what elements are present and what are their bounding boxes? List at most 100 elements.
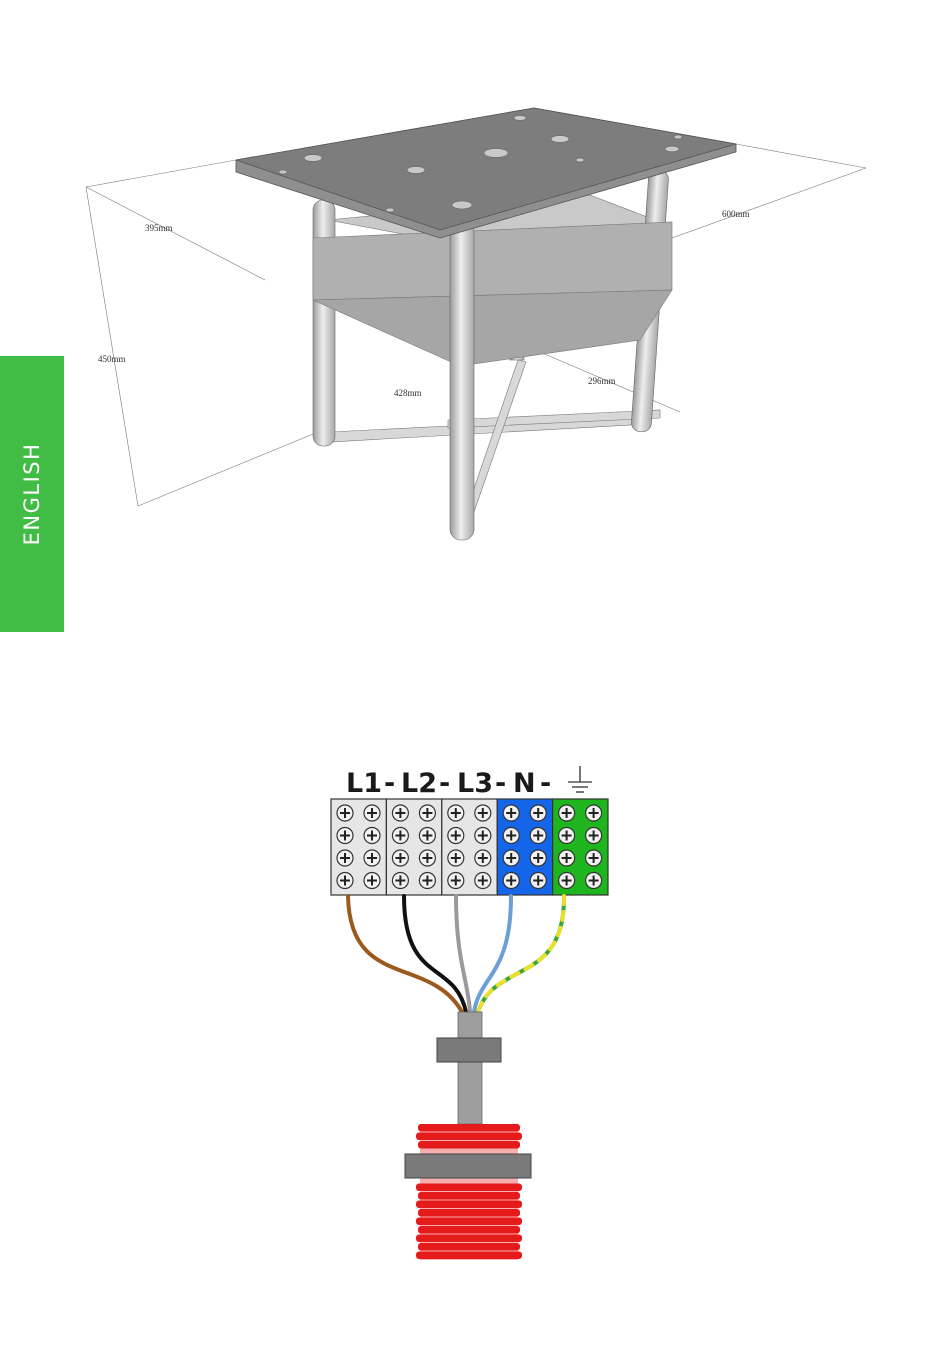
- screw-icon: [448, 873, 464, 889]
- screw-icon: [503, 873, 519, 889]
- label-dash-2: -: [439, 768, 450, 799]
- label-n: N: [513, 768, 536, 799]
- wires: [348, 896, 564, 1012]
- screw-slot: [340, 853, 350, 863]
- heater-rib: [416, 1184, 522, 1192]
- ground-icon: [568, 766, 592, 792]
- terminal-block-n: [497, 799, 552, 895]
- screw-slot: [562, 876, 572, 886]
- heater-collar: [405, 1154, 531, 1178]
- screw-icon: [448, 828, 464, 844]
- heater-rib: [418, 1226, 520, 1234]
- screw-icon: [530, 805, 546, 821]
- dim-depth-base: 428mm: [394, 388, 422, 398]
- screw-icon: [364, 850, 380, 866]
- screw-slot: [589, 808, 599, 818]
- cable-gland: [437, 1038, 501, 1062]
- screw-icon: [337, 805, 353, 821]
- screw-slot: [395, 853, 405, 863]
- apron-top: [313, 222, 672, 300]
- screw-slot: [422, 831, 432, 841]
- screw-icon: [419, 805, 435, 821]
- heater-rib: [416, 1201, 522, 1209]
- screw-slot: [506, 853, 516, 863]
- screw-icon: [419, 828, 435, 844]
- terminal-block-ground: [553, 799, 608, 895]
- wire-green-yellow-stripe: [478, 896, 564, 1012]
- screw-slot: [533, 853, 543, 863]
- terminal-block-l2: [386, 799, 441, 895]
- heater-rib: [416, 1218, 522, 1226]
- screw-slot: [506, 831, 516, 841]
- screw-icon: [586, 805, 602, 821]
- dim-height: 450mm: [98, 354, 126, 364]
- screw-icon: [475, 828, 491, 844]
- screw-slot: [340, 831, 350, 841]
- cable-sheath: [458, 1012, 482, 1124]
- screw-slot: [562, 808, 572, 818]
- screw-icon: [364, 805, 380, 821]
- screw-icon: [559, 805, 575, 821]
- heater-rib: [418, 1209, 520, 1217]
- screw-icon: [337, 873, 353, 889]
- screw-icon: [364, 828, 380, 844]
- screw-icon: [475, 805, 491, 821]
- screw-slot: [562, 831, 572, 841]
- screw-slot: [533, 831, 543, 841]
- heater-body: [420, 1124, 518, 1260]
- heater-rib: [416, 1133, 522, 1141]
- screw-icon: [392, 850, 408, 866]
- screw-slot: [395, 808, 405, 818]
- screw-slot: [367, 876, 377, 886]
- label-l3: L3: [457, 768, 493, 799]
- screw-slot: [506, 876, 516, 886]
- screw-icon: [475, 873, 491, 889]
- terminal-labels: L1 - L2 - L3 - N -: [346, 768, 551, 799]
- screw-slot: [478, 876, 488, 886]
- heater-rib: [418, 1243, 520, 1251]
- screw-icon: [559, 850, 575, 866]
- front-leg: [450, 222, 474, 540]
- screw-icon: [586, 850, 602, 866]
- screw-icon: [530, 828, 546, 844]
- terminal-block-l3: [442, 799, 497, 895]
- heater-rib: [418, 1192, 520, 1200]
- screw-slot: [422, 808, 432, 818]
- screw-slot: [589, 876, 599, 886]
- screw-icon: [392, 873, 408, 889]
- screw-slot: [367, 808, 377, 818]
- heater-rib: [418, 1124, 520, 1132]
- label-dash-3: -: [495, 768, 506, 799]
- screw-icon: [337, 850, 353, 866]
- screw-slot: [478, 808, 488, 818]
- terminal-blocks: [331, 799, 608, 895]
- screw-icon: [419, 873, 435, 889]
- label-l1: L1: [346, 768, 382, 799]
- dim-depth-top: 395mm: [145, 223, 173, 233]
- screw-slot: [422, 876, 432, 886]
- screw-slot: [395, 831, 405, 841]
- label-dash-4: -: [540, 768, 551, 799]
- screw-slot: [533, 876, 543, 886]
- screw-slot: [451, 831, 461, 841]
- heater-rib: [418, 1141, 520, 1149]
- screw-slot: [367, 853, 377, 863]
- heater-rib: [416, 1252, 522, 1260]
- screw-icon: [448, 805, 464, 821]
- screw-slot: [395, 876, 405, 886]
- screw-icon: [392, 828, 408, 844]
- screw-icon: [475, 850, 491, 866]
- screw-icon: [503, 828, 519, 844]
- screw-slot: [589, 831, 599, 841]
- wire-green-yellow: [478, 896, 564, 1012]
- wire-blue: [474, 896, 511, 1012]
- wire-grey: [456, 896, 470, 1012]
- dim-width-top: 600mm: [722, 209, 750, 219]
- screw-icon: [530, 850, 546, 866]
- screw-slot: [340, 876, 350, 886]
- screw-slot: [589, 853, 599, 863]
- screw-slot: [562, 853, 572, 863]
- wire-brown: [348, 896, 462, 1012]
- screw-icon: [337, 828, 353, 844]
- screw-slot: [478, 831, 488, 841]
